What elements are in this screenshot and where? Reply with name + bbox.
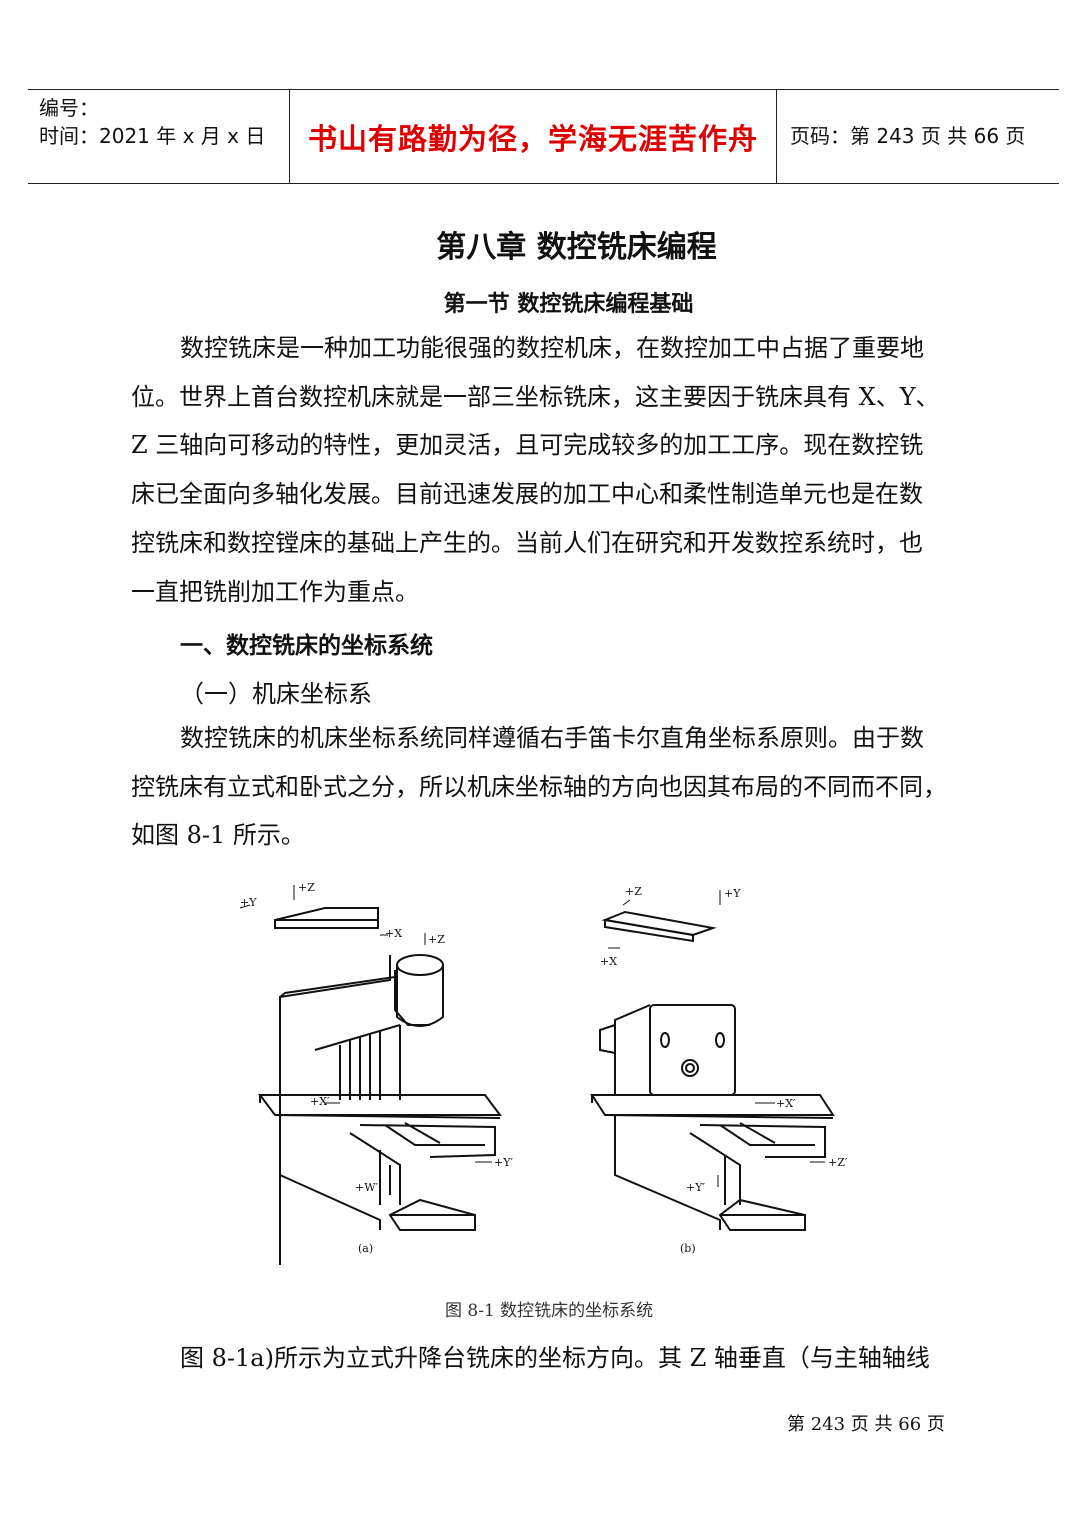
- header-divider: [289, 90, 290, 183]
- axis-label: +Y′: [686, 1181, 705, 1194]
- header-page-info: 页码：第 243 页 共 66 页: [790, 124, 1026, 148]
- number-label: 编号：: [39, 96, 99, 120]
- document-header: 编号： 时间：2021 年 x 月 x 日 书山有路勤为径，学海无涯苦作舟 页码…: [28, 89, 1059, 184]
- text-line: 控铣床和数控镗床的基础上产生的。当前人们在研究和开发数控系统时，也: [131, 528, 923, 557]
- text-line: 如图 8-1 所示。: [131, 821, 305, 850]
- axis-label: +Z: [428, 933, 445, 946]
- intro-paragraph: 数控铣床是一种加工功能很强的数控机床，在数控加工中占据了重要地 位。世界上首台数…: [131, 324, 971, 616]
- body-paragraph: 数控铣床的机床坐标系统同样遵循右手笛卡尔直角坐标系原则。由于数 控铣床有立式和卧…: [131, 714, 971, 860]
- text-line: 数控铣床是一种加工功能很强的数控机床，在数控加工中占据了重要地: [180, 334, 924, 362]
- axis-label: +X′: [776, 1097, 796, 1110]
- axis-label: +Z: [625, 885, 642, 898]
- axis-label: +X′: [310, 1095, 330, 1108]
- axis-label: +Y′: [494, 1156, 513, 1169]
- axis-label: +Y: [240, 896, 257, 909]
- header-divider: [776, 90, 777, 183]
- axis-label: +Y: [724, 887, 741, 900]
- axis-label: +Z′: [828, 1156, 848, 1169]
- page-footer: 第 243 页 共 66 页: [787, 1414, 945, 1435]
- section-title: 第一节 数控铣床编程基础: [443, 291, 694, 317]
- figure-a-vertical-mill: +Z +Y +X +Z +X′ +Y′ +W′ (a): [239, 881, 513, 1265]
- chapter-title: 第八章 数控铣床编程: [436, 230, 717, 265]
- header-motto: 书山有路勤为径，学海无涯苦作舟: [307, 121, 758, 156]
- text-line: 图 8-1a)所示为立式升降台铣床的坐标方向。其 Z 轴垂直（与主轴轴线: [180, 1344, 930, 1372]
- figure-b-horizontal-mill: +Z +Y +X +X′ +Z′ +Y′ (b): [590, 885, 848, 1255]
- text-line: 位。世界上首台数控机床就是一部三坐标铣床，这主要因于铣床具有 X、Y、: [131, 382, 940, 411]
- heading-coordinate-system: 一、数控铣床的坐标系统: [180, 632, 433, 659]
- axis-label: +Z: [298, 881, 315, 894]
- figure-sublabel: (a): [358, 1242, 373, 1255]
- text-line: 数控铣床的机床坐标系统同样遵循右手笛卡尔直角坐标系原则。由于数: [180, 724, 924, 752]
- text-line: 控铣床有立式和卧式之分，所以机床坐标轴的方向也因其布局的不同而不同，: [131, 772, 947, 801]
- figure-sublabel: (b): [680, 1242, 696, 1255]
- text-line: 一直把铣削加工作为重点。: [131, 577, 419, 606]
- figure-caption: 图 8-1 数控铣床的坐标系统: [445, 1301, 654, 1321]
- axis-label: +X: [600, 955, 617, 968]
- axis-label: +X: [385, 927, 402, 940]
- heading-machine-coordinates: （一）机床坐标系: [180, 680, 372, 708]
- header-meta: 编号： 时间：2021 年 x 月 x 日: [39, 94, 265, 150]
- axis-label: +W′: [355, 1181, 379, 1194]
- closing-paragraph: 图 8-1a)所示为立式升降台铣床的坐标方向。其 Z 轴垂直（与主轴轴线: [131, 1334, 971, 1383]
- time-label: 时间：2021 年 x 月 x 日: [39, 124, 266, 148]
- text-line: Z 三轴向可移动的特性，更加灵活，且可完成较多的加工工序。现在数控铣: [131, 431, 924, 460]
- text-line: 床已全面向多轴化发展。目前迅速发展的加工中心和柔性制造单元也是在数: [131, 480, 923, 509]
